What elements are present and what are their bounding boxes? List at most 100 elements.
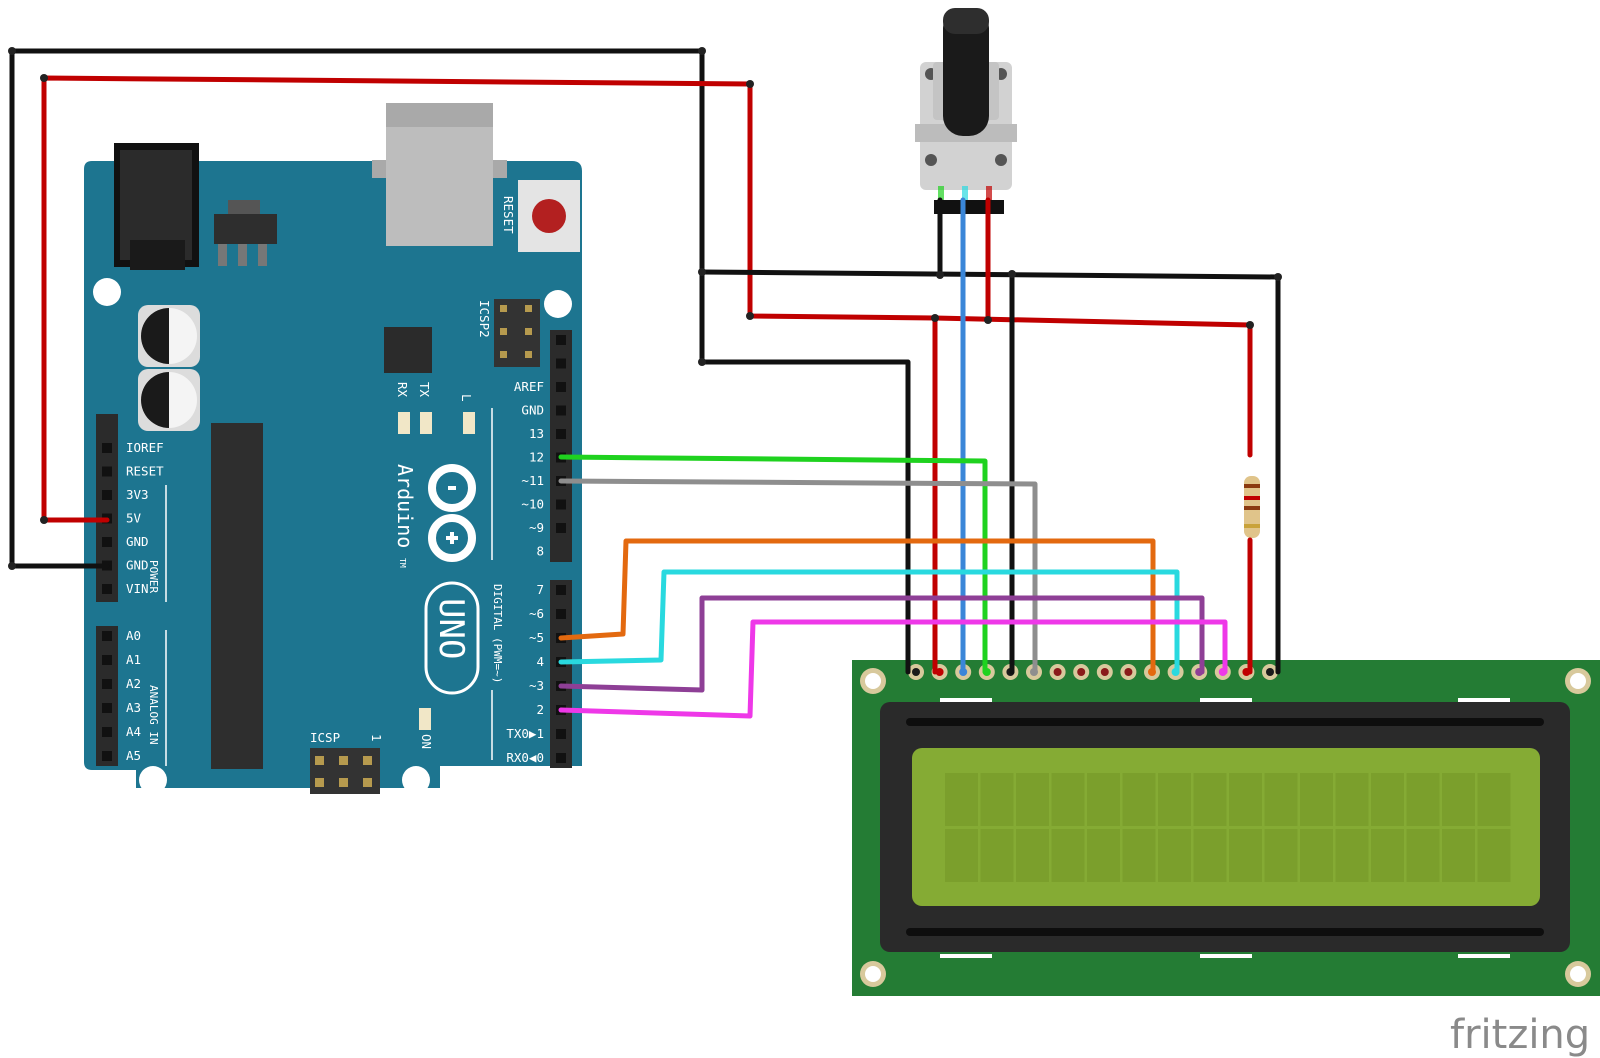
wire-junction <box>1246 321 1254 329</box>
lcd-pin-core <box>1100 668 1109 676</box>
atmega-chip <box>211 423 263 769</box>
wire-junction <box>936 271 944 279</box>
header-pin <box>556 429 566 439</box>
wire-junction <box>698 268 706 276</box>
rx-label: RX <box>395 382 410 398</box>
lcd-char-cell <box>945 829 978 882</box>
mounting-hole <box>139 766 167 794</box>
icsp-label: ICSP <box>310 730 340 745</box>
lcd-char-cell <box>1051 773 1085 826</box>
pin-label: A3 <box>126 700 141 715</box>
usb-port <box>372 103 507 246</box>
lcd-16x2-module <box>852 660 1600 996</box>
tx-label: TX <box>417 382 432 398</box>
lcd-char-cell <box>1087 829 1120 882</box>
header-pin <box>102 751 112 761</box>
trademark-label: TM <box>398 558 407 568</box>
lcd-pin-core <box>912 668 920 676</box>
lcd-char-cell <box>1229 773 1262 826</box>
pin-label: RX0◀0 <box>506 750 544 765</box>
lcd-char-cell <box>1051 829 1085 882</box>
lcd-char-cell <box>1087 773 1120 826</box>
lcd-char-cell <box>1406 773 1440 826</box>
lcd-char-cell <box>1477 829 1511 882</box>
wire-junction <box>746 80 754 88</box>
pin-label: 4 <box>536 654 544 669</box>
on-label: ON <box>419 734 434 749</box>
header-pin <box>556 405 566 416</box>
header-pin <box>556 753 566 763</box>
lcd-char-cell <box>1264 829 1298 882</box>
wire-gnd-bus <box>699 269 1281 675</box>
capacitor <box>138 305 200 367</box>
header-pin <box>556 358 566 369</box>
lcd-char-cell <box>980 773 1014 826</box>
lcd-char-cell <box>1158 829 1191 882</box>
pin-label: 13 <box>529 426 544 441</box>
header-pin <box>556 523 566 533</box>
potentiometer <box>915 8 1017 214</box>
arduino-logo <box>428 464 476 562</box>
wire-junction <box>931 314 939 322</box>
wire-junction <box>1274 273 1282 281</box>
wire-junctions <box>8 47 1282 570</box>
lcd-char-cell <box>945 773 978 826</box>
analog-header <box>96 626 118 766</box>
arduino-uno-board: RESET ICSP2 <box>84 103 582 794</box>
lcd-char-cell <box>1300 773 1333 826</box>
usb-chip <box>384 327 432 373</box>
header-pin <box>102 703 112 713</box>
wire-junction <box>40 516 48 524</box>
lcd-char-cell <box>980 829 1014 882</box>
wire-pin2-d7 <box>558 619 1228 719</box>
digital-header-lower <box>550 580 572 768</box>
pin-label: A4 <box>126 724 141 739</box>
mounting-hole <box>544 290 572 318</box>
pin-label: TX0▶1 <box>506 726 544 741</box>
header-pin <box>556 585 566 595</box>
lcd-bezel-slot <box>906 718 1544 726</box>
pin-label: VIN <box>126 581 149 596</box>
pin-label: A5 <box>126 748 141 763</box>
lcd-pin-core <box>1266 668 1274 676</box>
tx-led <box>420 412 432 434</box>
header-pin <box>102 631 112 641</box>
pin-label: 5V <box>126 511 142 526</box>
reset-button[interactable] <box>518 180 580 252</box>
pin-label: 3V3 <box>126 487 149 502</box>
potentiometer-knob[interactable] <box>943 8 989 136</box>
header-pin <box>556 335 566 345</box>
uno-badge <box>424 581 480 695</box>
header-pin <box>102 466 112 477</box>
lcd-char-cell <box>1158 773 1191 826</box>
header-pin <box>556 729 566 739</box>
power-header <box>96 414 118 602</box>
digital-label: DIGITAL (PWM=~) <box>491 584 504 683</box>
wire-pin4-d5 <box>558 569 1180 675</box>
pin-label: ~9 <box>529 520 544 535</box>
wire-5v-board <box>41 75 1253 523</box>
lcd-char-cell <box>1477 773 1511 826</box>
lcd-char-cell <box>1335 773 1369 826</box>
l-label: L <box>459 394 474 402</box>
header-pin <box>102 727 112 737</box>
wire-junction <box>1008 270 1016 278</box>
lcd-pin-core <box>1124 668 1133 676</box>
header-pin <box>102 655 112 665</box>
header-pin <box>556 499 566 510</box>
lcd-pin-core <box>935 668 944 676</box>
lcd-char-cell <box>1300 829 1333 882</box>
wire-junction <box>984 316 992 324</box>
wire-pin11-enable <box>558 478 1038 675</box>
l-led <box>463 412 475 434</box>
lcd-char-cell <box>1335 829 1369 882</box>
on-led <box>419 708 431 730</box>
lcd-glass <box>912 748 1540 906</box>
lcd-char-cell <box>1371 829 1404 882</box>
lcd-char-cell <box>1442 773 1475 826</box>
rx-led <box>398 412 410 434</box>
lcd-char-cell <box>1442 829 1475 882</box>
header-pin <box>102 490 112 500</box>
pin-label: ~11 <box>521 473 544 488</box>
